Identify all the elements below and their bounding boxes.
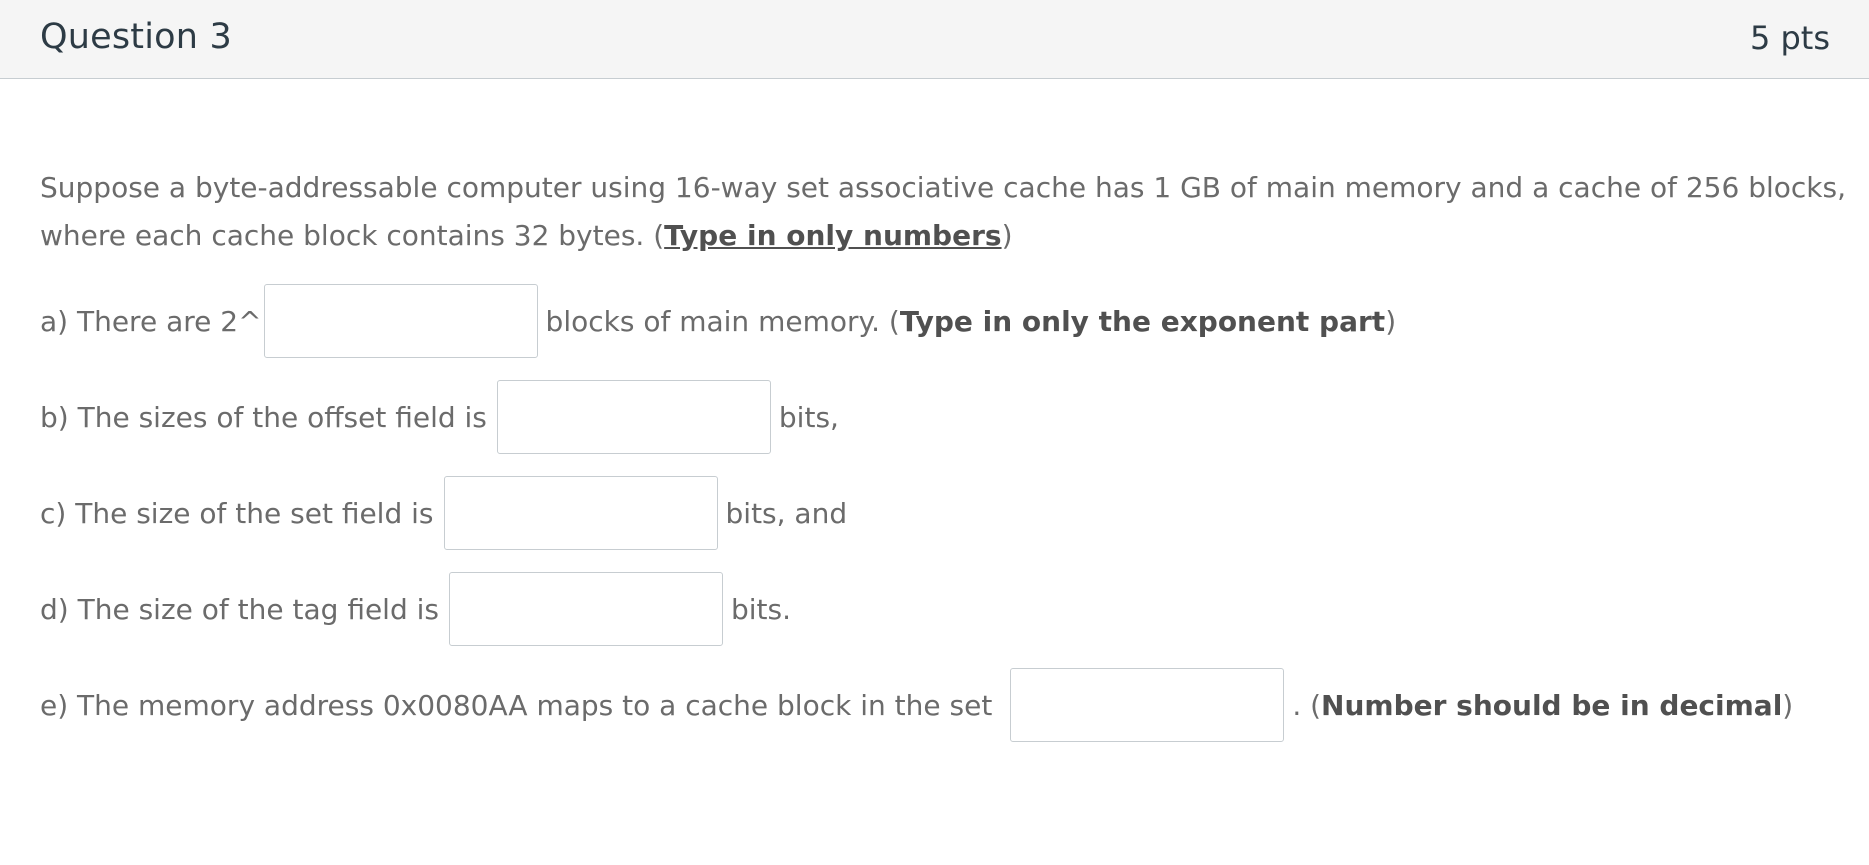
part-c-suffix: bits, and [725, 496, 848, 530]
intro-line2-prefix: where each cache block contains 32 bytes… [40, 219, 665, 252]
part-b-suffix: bits, [778, 400, 839, 434]
part-e-suffix-end: ) [1782, 688, 1794, 722]
question-intro-line-1: Suppose a byte-addressable computer usin… [40, 171, 1846, 204]
part-c-prefix: c) The size of the set field is [40, 496, 434, 530]
part-c-answer-input[interactable] [443, 476, 718, 550]
part-a-suffix-end: ) [1385, 304, 1397, 338]
part-d-prefix: d) The size of the tag field is [40, 592, 439, 626]
part-a-prefix: a) There are 2^ [40, 304, 262, 338]
part-d-row: d) The size of the tag field is bits. [40, 571, 791, 647]
question-header: Question 3 5 pts [0, 0, 1869, 79]
part-e-answer-input[interactable] [1010, 668, 1285, 742]
intro-line2-suffix: ) [1001, 219, 1013, 252]
part-e-prefix: e) The memory address 0x0080AA maps to a… [40, 688, 993, 722]
part-d-answer-input[interactable] [449, 572, 723, 646]
part-a-suffix-bold: Type in only the exponent part [899, 304, 1386, 338]
part-b-answer-input[interactable] [496, 380, 771, 454]
part-e-suffix-bold: Number should be in decimal [1321, 688, 1783, 722]
part-a-suffix: blocks of main memory. (Type in only the… [546, 305, 1397, 338]
question-points: 5 pts [1749, 19, 1830, 57]
part-a-answer-input[interactable] [263, 284, 538, 358]
part-b-prefix: b) The sizes of the offset field is [40, 400, 487, 434]
part-a-suffix-text: blocks of main memory. ( [545, 304, 900, 338]
intro-emphasis: Type in only numbers [664, 219, 1002, 252]
part-d-suffix: bits. [731, 592, 792, 626]
part-e-suffix-text: . ( [1292, 688, 1322, 722]
part-e-suffix: . (Number should be in decimal) [1292, 689, 1793, 722]
question-intro-line-2: where each cache block contains 32 bytes… [40, 212, 1013, 260]
part-b-row: b) The sizes of the offset field is bits… [40, 379, 839, 455]
part-e-row: e) The memory address 0x0080AA maps to a… [40, 667, 1793, 743]
part-c-row: c) The size of the set field is bits, an… [40, 475, 847, 551]
question-title: Question 3 [40, 17, 232, 57]
part-a-row: a) There are 2^ blocks of main memory. (… [40, 283, 1396, 359]
